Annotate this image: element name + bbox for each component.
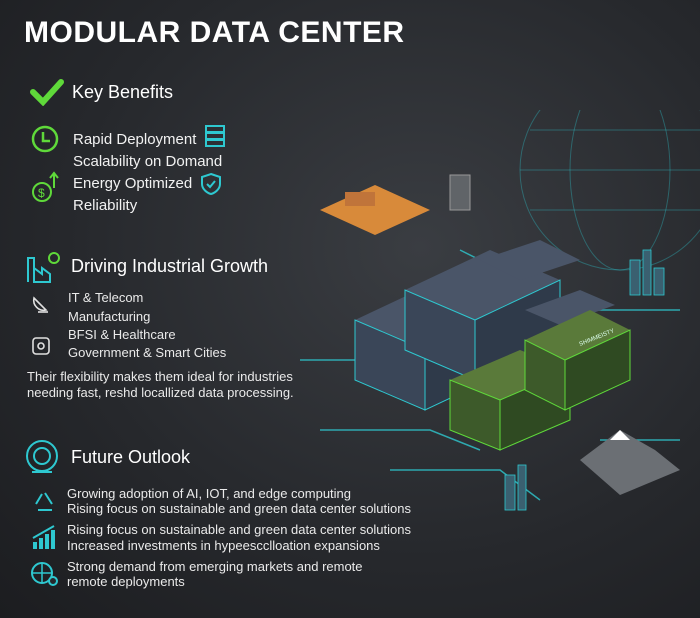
industry-item: IT & Telecom: [68, 290, 144, 305]
globe-network: [519, 110, 700, 271]
dollar-growth-icon: $: [32, 171, 59, 202]
outlook-item: remote deployments: [67, 574, 185, 589]
building-icon: [32, 337, 50, 355]
clock-icon: [31, 125, 59, 153]
benefit-item: Reliability: [73, 197, 138, 214]
industrial-note: needing fast, reshd locallized data proc…: [27, 385, 294, 400]
satellite-dish-icon: [32, 296, 48, 313]
container-units: SHIMMEISTY: [354, 240, 631, 451]
globe-location-icon: [31, 562, 58, 586]
outlook-item: Increased investments in hypeescclloatio…: [67, 538, 380, 553]
outlook-item: Strong demand from emerging markets and …: [67, 559, 363, 574]
future-outlook-heading: Future Outlook: [71, 447, 191, 467]
shield-check-icon: [201, 172, 221, 196]
benefit-item: Energy Optimized: [73, 175, 193, 192]
city-buildings-icon: [504, 249, 665, 511]
outlook-item: Rising focus on sustainable and green da…: [67, 522, 411, 537]
brain-globe-icon: [26, 440, 58, 473]
growth-chart-icon: [32, 525, 55, 549]
industry-item: Government & Smart Cities: [68, 345, 227, 360]
server-stack-icon: [205, 125, 225, 147]
recycle-icon: [35, 492, 53, 511]
industrial-note: Their flexibility makes them ideal for i…: [27, 369, 293, 384]
svg-text:$: $: [38, 186, 45, 200]
page-title: MODULAR DATA CENTER: [24, 16, 405, 49]
data-center-illustration: SHIMMEISTY: [300, 110, 700, 511]
checkmark-icon: [30, 79, 64, 106]
desert-island: [320, 185, 430, 235]
industry-item: Manufacturing: [68, 309, 151, 324]
outlook-item: Growing adoption of AI, IOT, and edge co…: [67, 486, 352, 501]
industrial-growth-heading: Driving Industrial Growth: [71, 256, 269, 276]
benefit-item: Rapid Deployment: [73, 131, 197, 148]
key-benefits-heading: Key Benefits: [72, 82, 174, 102]
factory-gear-icon: [27, 252, 60, 283]
mountain-island: [580, 430, 680, 495]
server-tower-icon: [449, 174, 471, 211]
industry-item: BFSI & Healthcare: [68, 327, 176, 342]
benefit-item: Scalability on Domand: [73, 153, 223, 170]
outlook-item: Rising focus on sustainable and green da…: [67, 501, 411, 516]
